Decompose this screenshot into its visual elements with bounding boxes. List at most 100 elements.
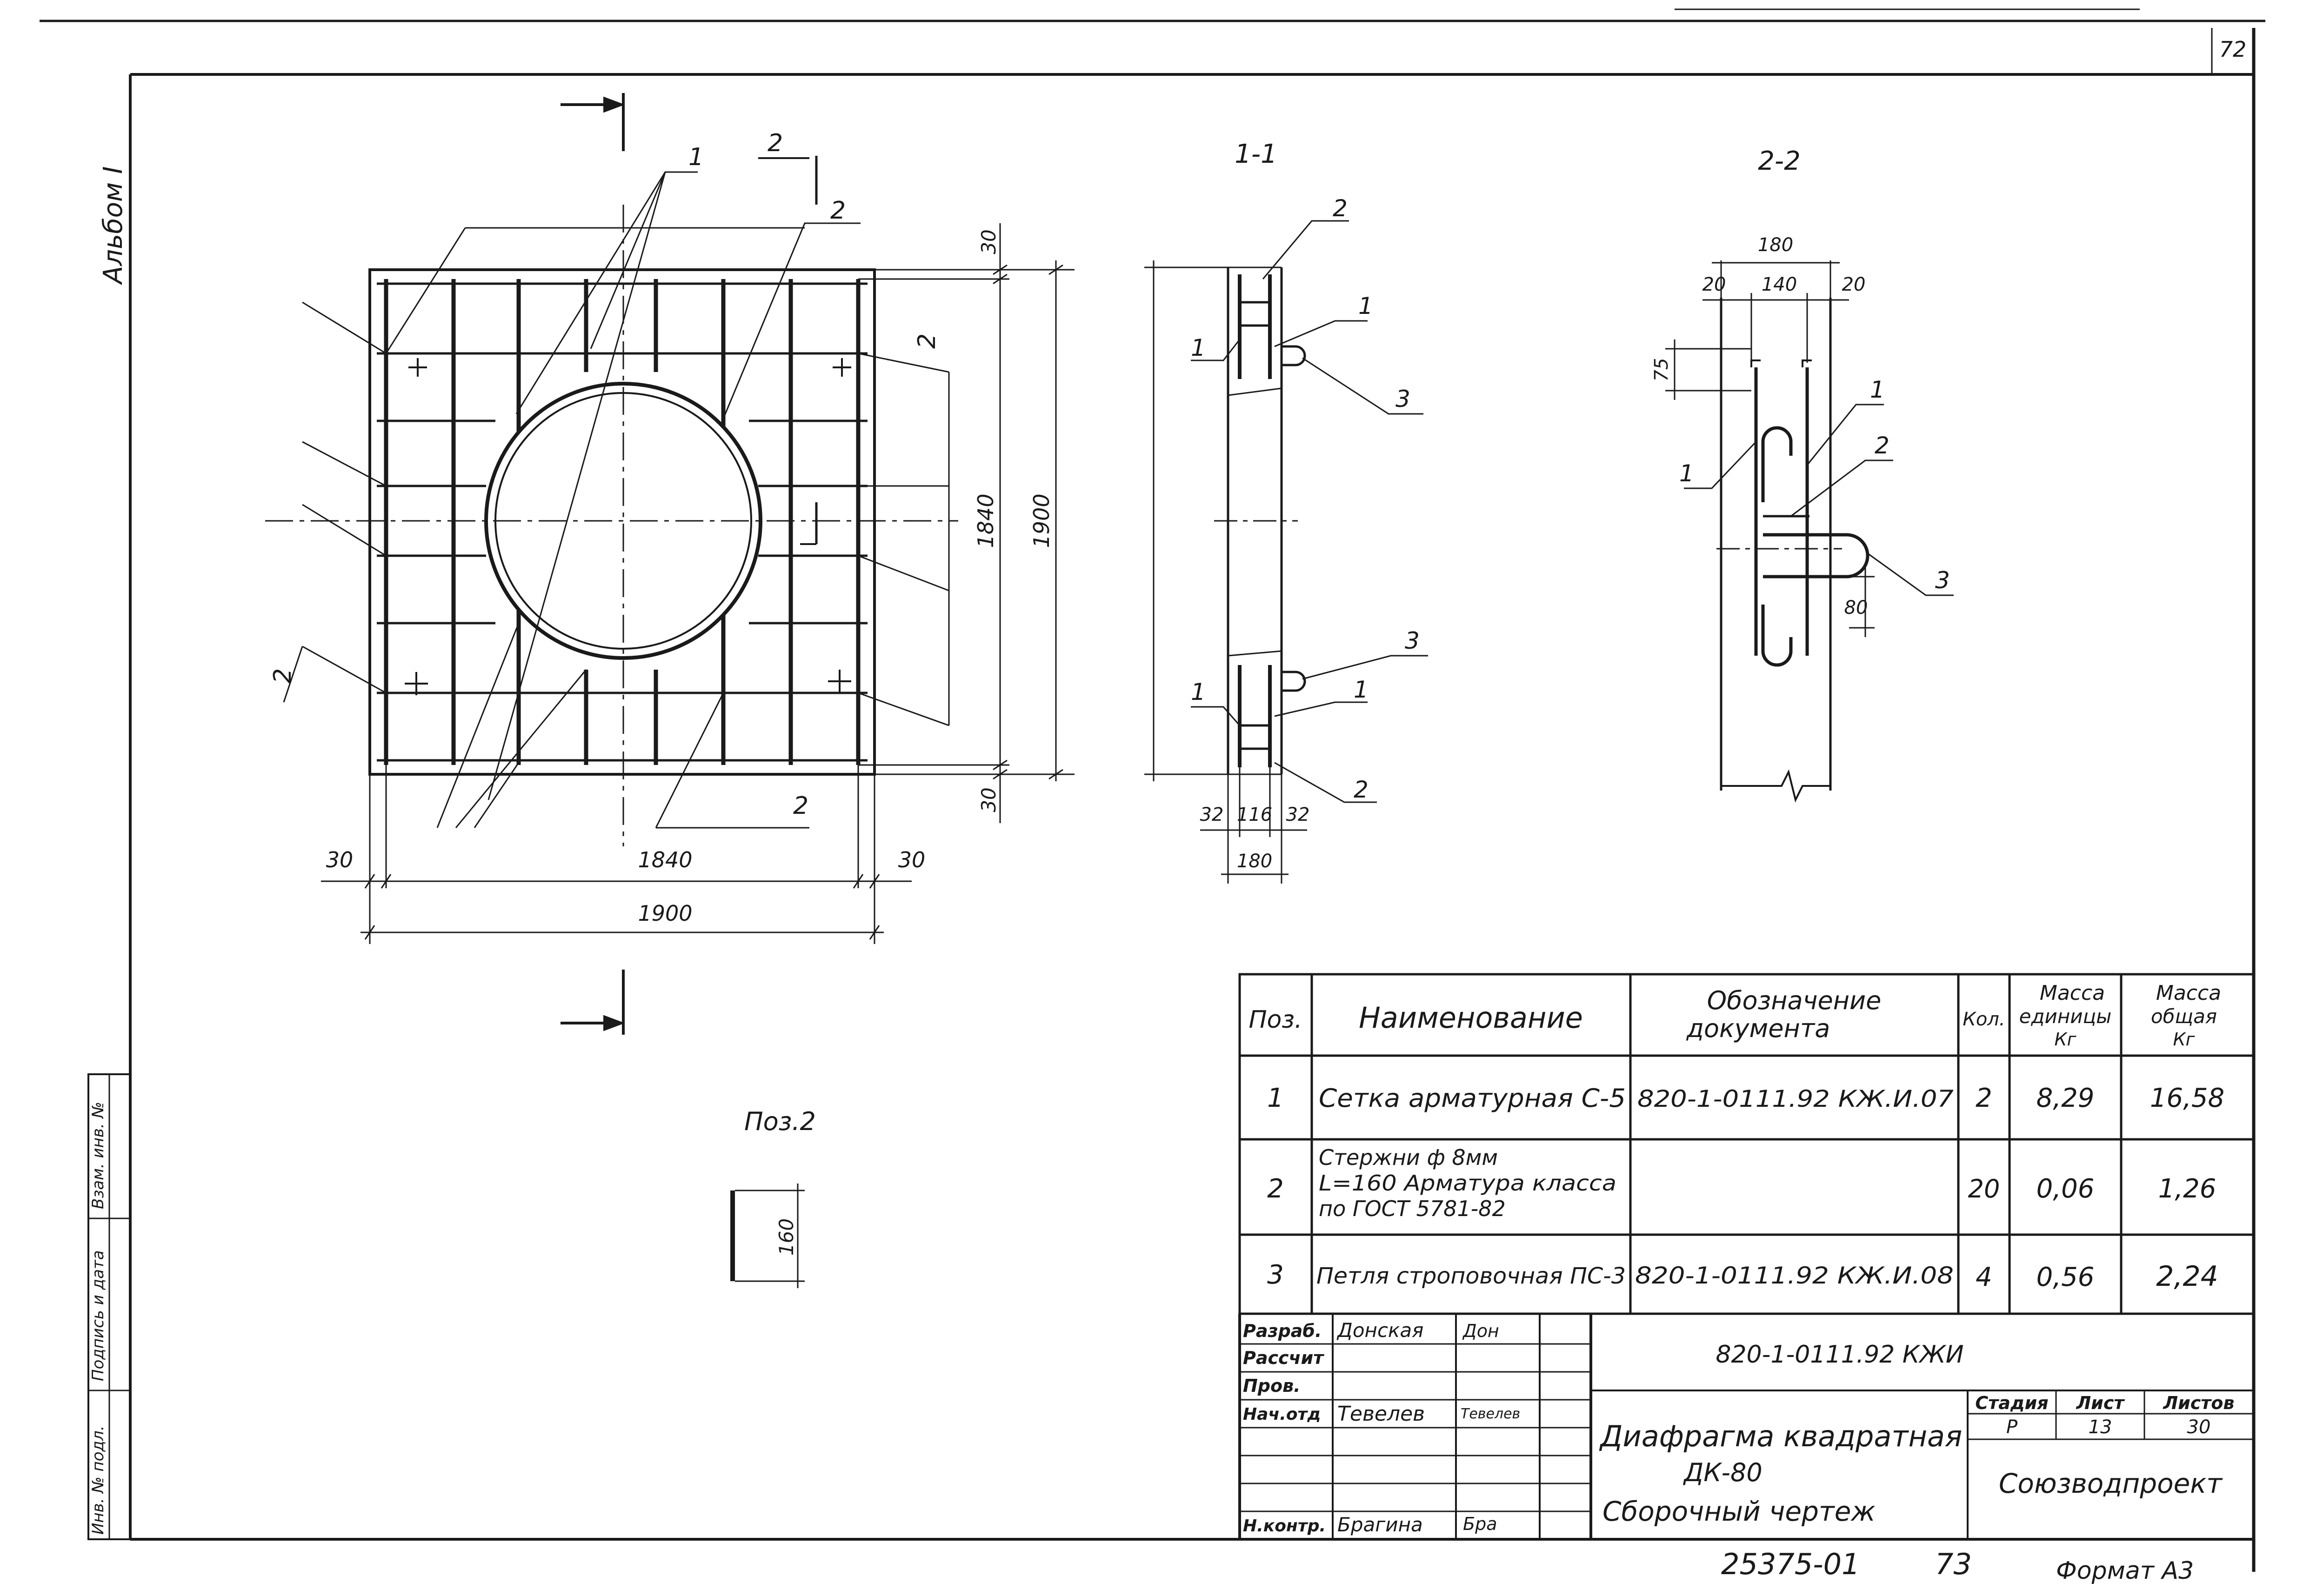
plan-leader-2-bottom: 2 bbox=[793, 792, 808, 820]
pos2-dim-160: 160 bbox=[775, 1218, 798, 1256]
spec-row3-mass-total: 2,24 bbox=[2156, 1260, 2218, 1293]
plan-leader-2-right: 2 bbox=[913, 333, 941, 349]
spec-head-mass-unit-3: Кг bbox=[2055, 1029, 2077, 1050]
tb-sheets: 30 bbox=[2187, 1416, 2211, 1438]
tb-title-line3: Сборочный чертеж bbox=[1602, 1496, 1876, 1527]
tb-name-developer: Донская bbox=[1336, 1319, 1423, 1342]
tb-sign-norm-control: Бра bbox=[1463, 1514, 1497, 1534]
spec-table-header: Поз. Наименование Обозначение документа … bbox=[1248, 981, 2221, 1050]
spec-head-mass-total-2: общая bbox=[2151, 1005, 2217, 1028]
stamp-inv-orig: Инв. № подл. bbox=[89, 1425, 107, 1535]
stamp-replace-inv: Взам. инв. № bbox=[89, 1102, 107, 1209]
plan-leader-2-left: 2 bbox=[269, 668, 297, 684]
spec-row2-name-2: L=160 Арматура класса bbox=[1319, 1170, 1616, 1196]
table-row: 3 Петля строповочная ПС-3 820-1-0111.92 … bbox=[1267, 1260, 2218, 1293]
s22-dim-20-left: 20 bbox=[1702, 274, 1726, 295]
section-2-2 bbox=[1665, 260, 1954, 803]
format-label: Формат А3 bbox=[2056, 1557, 2194, 1585]
tb-name-norm-control: Брагина bbox=[1337, 1513, 1423, 1536]
plan-leaders bbox=[283, 171, 950, 829]
spec-row3-mass-unit: 0,56 bbox=[2036, 1262, 2095, 1292]
spec-row1-name: Сетка арматурная С-5 bbox=[1319, 1084, 1626, 1113]
spec-head-pos: Поз. bbox=[1248, 1006, 1302, 1034]
plan-dim-1900-v: 1900 bbox=[1029, 493, 1054, 548]
spec-head-name: Наименование bbox=[1359, 1001, 1583, 1035]
tb-role-developer: Разраб. bbox=[1243, 1321, 1322, 1341]
tb-name-head: Тевелев bbox=[1337, 1402, 1425, 1426]
side-stamp bbox=[87, 1073, 131, 1540]
spec-head-mass-unit-1: Масса bbox=[2040, 981, 2105, 1005]
tb-sheet: 13 bbox=[2089, 1416, 2112, 1438]
plan-dim-30-right: 30 bbox=[898, 847, 926, 872]
page-number: 72 bbox=[2219, 37, 2247, 62]
s22-dim-75: 75 bbox=[1651, 358, 1672, 382]
s11-callout-1-top-right: 1 bbox=[1358, 293, 1373, 319]
tb-sheet-label: Лист bbox=[2076, 1393, 2125, 1413]
s11-dim-116: 116 bbox=[1237, 804, 1272, 825]
plan-dim-30-left: 30 bbox=[326, 847, 354, 872]
s22-callout-2: 2 bbox=[1875, 432, 1889, 459]
spec-table bbox=[1238, 973, 2255, 1315]
spec-row1-doc: 820-1-0111.92 КЖ.И.07 bbox=[1637, 1085, 1954, 1112]
spec-row3-doc: 820-1-0111.92 КЖ.И.08 bbox=[1635, 1262, 1954, 1289]
archive-number: 25375-01 bbox=[1721, 1547, 1860, 1581]
s11-callout-1-top-left: 1 bbox=[1191, 334, 1206, 361]
plan-horizontal-bars bbox=[377, 282, 868, 762]
s11-callout-3-top: 3 bbox=[1395, 386, 1410, 412]
spec-head-qty: Кол. bbox=[1963, 1009, 2005, 1030]
spec-row3-name: Петля строповочная ПС-3 bbox=[1316, 1263, 1626, 1289]
plan-dimensions bbox=[321, 223, 1075, 944]
tb-title-line2: ДК-80 bbox=[1683, 1458, 1763, 1487]
pos2-label: Поз.2 bbox=[744, 1107, 816, 1136]
spec-head-doc-2: документа bbox=[1686, 1014, 1830, 1043]
pos2-bar bbox=[730, 1184, 805, 1288]
plan-dim-1840-h: 1840 bbox=[638, 847, 692, 872]
sheet-frame bbox=[40, 8, 2265, 1572]
s22-dim-140: 140 bbox=[1762, 274, 1797, 295]
s22-callout-3: 3 bbox=[1935, 567, 1950, 594]
spec-head-mass-unit-2: единицы bbox=[2019, 1005, 2112, 1028]
tb-role-head: Нач.отд bbox=[1243, 1405, 1321, 1424]
album-label: Альбом I bbox=[98, 166, 128, 285]
section-1-1-title: 1-1 bbox=[1235, 139, 1277, 169]
section-2-2-title: 2-2 bbox=[1758, 146, 1800, 176]
s22-dim-80: 80 bbox=[1844, 597, 1868, 618]
s11-callout-1-bottom-left: 1 bbox=[1191, 678, 1206, 705]
plan-leader-1: 1 bbox=[688, 143, 704, 171]
tb-stage-label: Стадия bbox=[1975, 1393, 2048, 1413]
plan-view bbox=[265, 93, 1075, 1035]
spec-row1-mass-unit: 8,29 bbox=[2036, 1083, 2095, 1113]
tb-sign-developer: Дон bbox=[1462, 1321, 1499, 1341]
tb-organization: Союзводпроект bbox=[1999, 1468, 2223, 1499]
s22-dim-20-right: 20 bbox=[1842, 274, 1866, 295]
spec-row1-qty: 2 bbox=[1976, 1083, 1992, 1113]
s11-callout-3-bottom: 3 bbox=[1405, 627, 1420, 654]
tb-role-calculated: Рассчит bbox=[1243, 1348, 1324, 1368]
s11-callout-1-bottom-right: 1 bbox=[1354, 676, 1369, 703]
tb-title-line1: Диафрагма квадратная bbox=[1599, 1419, 1962, 1453]
plan-dim-30-bottom: 30 bbox=[977, 787, 1000, 812]
s22-dim-180: 180 bbox=[1758, 234, 1793, 256]
spec-row1-pos: 1 bbox=[1267, 1083, 1284, 1113]
spec-row2-pos: 2 bbox=[1267, 1174, 1284, 1204]
tb-role-norm-control: Н.контр. bbox=[1243, 1516, 1326, 1536]
tb-sheets-label: Листов bbox=[2163, 1393, 2235, 1413]
tb-stage: Р bbox=[2006, 1416, 2018, 1438]
stamp-sign-date: Подпись и дата bbox=[89, 1250, 107, 1381]
plan-section-2-mark: 2 bbox=[768, 129, 783, 157]
spec-row1-mass-total: 16,58 bbox=[2150, 1083, 2224, 1113]
table-row: 1 Сетка арматурная С-5 820-1-0111.92 КЖ.… bbox=[1267, 1083, 2224, 1113]
s11-dim-32-left: 32 bbox=[1200, 804, 1224, 825]
spec-row3-qty: 4 bbox=[1976, 1262, 1992, 1292]
s11-callout-2-top: 2 bbox=[1333, 195, 1348, 222]
spec-head-doc-1: Обозначение bbox=[1707, 986, 1882, 1015]
plan-dim-30-top: 30 bbox=[977, 229, 1000, 254]
plan-leader-2-top: 2 bbox=[830, 197, 846, 225]
spec-row2-mass-unit: 0,06 bbox=[2036, 1174, 2095, 1204]
s11-callout-2-bottom: 2 bbox=[1354, 776, 1369, 803]
table-row: 2 Стержни ф 8мм L=160 Арматура класса по… bbox=[1267, 1145, 2216, 1221]
spec-head-mass-total-1: Масса bbox=[2156, 981, 2221, 1005]
tb-role-checked: Пров. bbox=[1243, 1376, 1301, 1396]
spec-row2-qty: 20 bbox=[1968, 1174, 2000, 1204]
